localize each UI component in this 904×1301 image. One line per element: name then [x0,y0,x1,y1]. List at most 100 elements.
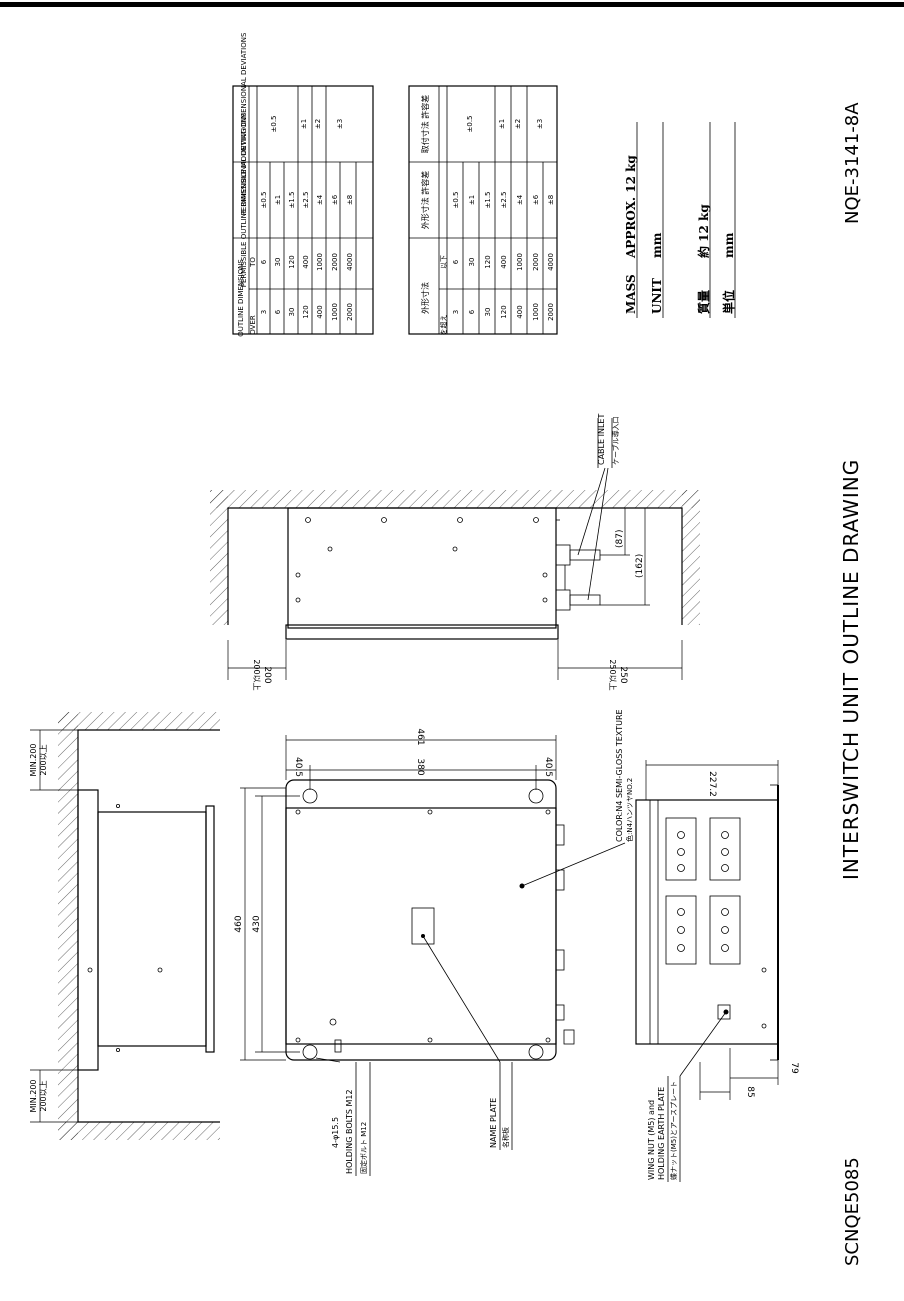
tol-en-header-outline-dev: PERMISSIBLE OUTLINE DIMENSIONAL DEVIATIO… [240,112,248,287]
tol-jp-cell-dev: ±2.5 [500,192,508,209]
tol-jp-cell-over: 2000 [547,303,555,321]
name-plate-label-jp: 名称板 [501,1127,510,1148]
unit-value-jp: mm [722,232,736,258]
tol-jp-cell-mount: ±1 [498,119,506,129]
tol-jp-cell-to: 6 [452,259,460,264]
tol-en-cell-over: 2000 [346,303,354,321]
tol-jp-cell-over: 120 [500,305,508,318]
clear-200-value: 200 [262,666,272,683]
unit-value: mm [650,232,664,258]
wing-nut-label-jp: 蝶ナット(M5)とアースプレート [669,1081,678,1180]
tol-en-cell-mount: ±0.5 [270,116,278,133]
min200-bottom-jp: 200以上 [39,1080,48,1111]
dim-460: 460 [234,915,244,932]
dim-461: 461 [415,728,425,745]
tol-en-cell-over: 6 [274,309,282,314]
doc-number: NQE-3141-8A [842,102,863,224]
drawing-code: SCNQE5085 [842,1157,863,1266]
tol-jp-cell-to: 2000 [532,253,540,271]
tol-jp-cell-to: 30 [468,258,476,267]
mass-value: APPROX. 12 kg [624,155,638,259]
tol-en-cell-dev: ±0.5 [260,192,268,209]
left-view-wall [58,712,220,1140]
dim-227-2-value: 227.2 [707,771,717,797]
clear-200-jp: 200以上 [252,659,261,690]
bottom-view-unit [635,784,779,1061]
tol-jp-cell-dev: ±1.5 [484,192,492,209]
tol-en-cell-to: 120 [288,255,296,268]
tolerance-table-en [232,85,374,335]
tol-en-cell-to: 2000 [331,253,339,271]
tol-en-header-mount-dev: PERMISSIBLE MOUNTING DIMENSIONAL DEVIATI… [240,32,248,215]
tol-en-cell-dev: ±6 [331,194,339,205]
tol-en-rows: 36±0.5630±130120±1.5120400±2.54001000±41… [260,116,354,321]
tol-en-cell-over: 400 [316,305,324,318]
min200-bottom: MIN.200 [29,1079,38,1112]
dim-430: 430 [252,915,262,932]
left-view-dimensions [30,729,78,1123]
tol-jp-cell-mount: ±2 [514,119,522,129]
tol-en-cell-dev: ±4 [316,194,324,205]
top-view-unit [285,779,575,1061]
holding-bolts-label-jp: 固定ボルト M12 [359,1122,368,1174]
dim-40-5-right: 40.5 [543,757,553,777]
tol-en-cell-over: 30 [288,308,296,317]
tol-jp-cell-dev: ±1 [468,195,476,205]
tol-jp-cell-dev: ±4 [516,194,524,205]
tol-jp-cell-dev: ±0.5 [452,192,460,209]
min200-top: MIN.200 [29,743,38,776]
side-view-dimensions [227,418,683,680]
clear-250-jp: 250以上 [608,659,617,690]
tol-en-cell-mount: ±2 [314,119,322,129]
color-label-jp: 色:N4ハンツヤNO.2 [625,778,634,842]
tol-jp-cell-mount: ±0.5 [466,116,474,133]
cable-inlet-label: CABLE INLET [597,414,606,465]
unit-label-jp: 単位 [721,290,736,314]
wing-nut-label: WING NUT (M5) and [647,1100,656,1180]
tol-jp-cell-over: 400 [516,305,524,318]
dim-79: 79 [789,1062,799,1074]
left-view-unit [77,789,215,1071]
tol-en-header-outline: OUTLINE DIMENSIONS [237,259,245,337]
dim-162: (162) [635,554,645,578]
top-view-dimensions [240,735,626,1063]
clear-250-value: 250 [618,666,628,683]
tol-en-cell-to: 30 [274,258,282,267]
drawing-title: INTERSWITCH UNIT OUTLINE DRAWING [839,459,863,880]
name-plate-label: NAME PLATE [489,1098,498,1148]
tol-en-header-to: TO [249,257,257,268]
tol-jp-cell-to: 4000 [547,253,555,271]
tol-jp-header-outline: 外形寸法 [420,282,430,314]
tol-jp-header-to: 以下 [440,255,448,269]
tol-jp-header-outline-dev: 外形寸法 許容差 [420,171,430,230]
tol-en-cell-to: 400 [302,255,310,268]
dim-380: 380 [415,758,425,775]
top-border [0,2,904,7]
min200-top-jp: 200以上 [39,744,48,775]
tol-en-cell-to: 4000 [346,253,354,271]
side-view-unit [285,507,601,640]
bottom-view-dimensions [645,760,779,1100]
dim-85: 85 [745,1086,755,1097]
dim-40-5-left: 40.5 [293,757,303,777]
mass-value-jp: 約 12 kg [696,204,711,258]
tol-jp-cell-dev: ±6 [532,194,540,205]
unit-label: UNIT [650,278,664,314]
tol-en-cell-dev: ±2.5 [302,192,310,209]
tol-en-cell-to: 1000 [316,253,324,271]
mass-label: MASS [624,274,638,314]
tol-en-cell-mount: ±1 [300,119,308,129]
tol-en-cell-dev: ±8 [346,195,354,205]
tol-en-cell-dev: ±1.5 [288,192,296,209]
dim-87: (87) [615,530,625,548]
tol-jp-header-mount-dev: 取付寸法 許容差 [420,95,430,154]
holes-label: 4-φ15.5 [331,1117,340,1148]
cable-inlet-label-jp: ケーブル導入口 [611,416,620,465]
tol-jp-cell-over: 1000 [532,303,540,321]
tol-jp-cell-over: 3 [452,310,460,314]
tol-jp-rows: 36±0.5630±130120±1.5120400±2.54001000±41… [452,116,555,321]
name-plate [411,907,435,945]
tol-en-cell-over: 3 [260,310,268,314]
